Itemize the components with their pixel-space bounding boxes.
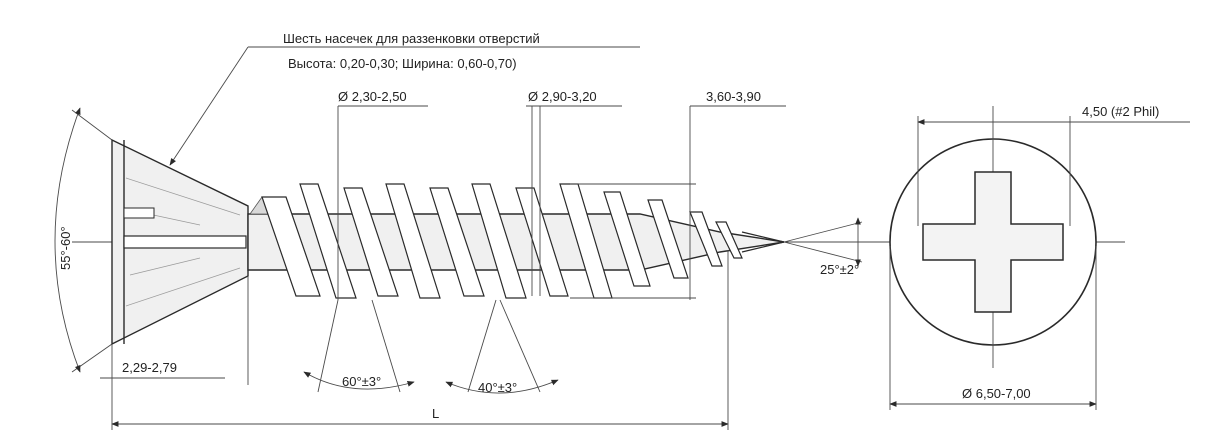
inner-diameter-dimension: Ø 2,30-2,50 bbox=[337, 89, 428, 300]
thread-pitch-dimension: 3,60-3,90 bbox=[570, 89, 786, 300]
recess-size-dimension: 4,50 (#2 Phil) bbox=[917, 104, 1190, 226]
thread-angle-dimension: 60°±3° bbox=[303, 299, 415, 393]
tip-angle-label: 25°±2° bbox=[820, 262, 859, 277]
phillips-recess bbox=[922, 171, 1064, 313]
point-thread-angle-label: 40°±3° bbox=[478, 380, 517, 395]
outer-diameter-dimension: Ø 2,90-3,20 bbox=[526, 89, 622, 296]
inner-diameter-label: Ø 2,30-2,50 bbox=[338, 89, 407, 104]
notch-note-line2: Высота: 0,20-0,30; Ширина: 0,60-0,70) bbox=[288, 56, 517, 71]
head-angle-dimension: 55°-60° bbox=[54, 107, 113, 373]
length-dimension: L bbox=[111, 250, 729, 430]
head-angle-label: 55°-60° bbox=[58, 226, 73, 270]
screw-side-view bbox=[111, 138, 785, 346]
notch-note: Шесть насечек для раззенковки отверстий … bbox=[169, 31, 640, 166]
thread-angle-label: 60°±3° bbox=[342, 374, 381, 389]
head-height-dimension: 2,29-2,79 bbox=[100, 276, 249, 385]
point-thread-angle-dimension: 40°±3° bbox=[445, 299, 559, 395]
head-diameter-label: Ø 6,50-7,00 bbox=[962, 386, 1031, 401]
outer-diameter-label: Ø 2,90-3,20 bbox=[528, 89, 597, 104]
head-height-label: 2,29-2,79 bbox=[122, 360, 177, 375]
notch-note-line1: Шесть насечек для раззенковки отверстий bbox=[283, 31, 540, 46]
screw-head-end-view bbox=[889, 106, 1097, 368]
head-diameter-dimension: Ø 6,50-7,00 bbox=[889, 246, 1097, 410]
length-label: L bbox=[432, 406, 439, 421]
tip-angle-dimension: 25°±2° bbox=[783, 217, 863, 277]
thread-crests bbox=[249, 183, 743, 299]
thread-pitch-label: 3,60-3,90 bbox=[706, 89, 761, 104]
recess-size-label: 4,50 (#2 Phil) bbox=[1082, 104, 1159, 119]
head-recess bbox=[123, 235, 247, 249]
